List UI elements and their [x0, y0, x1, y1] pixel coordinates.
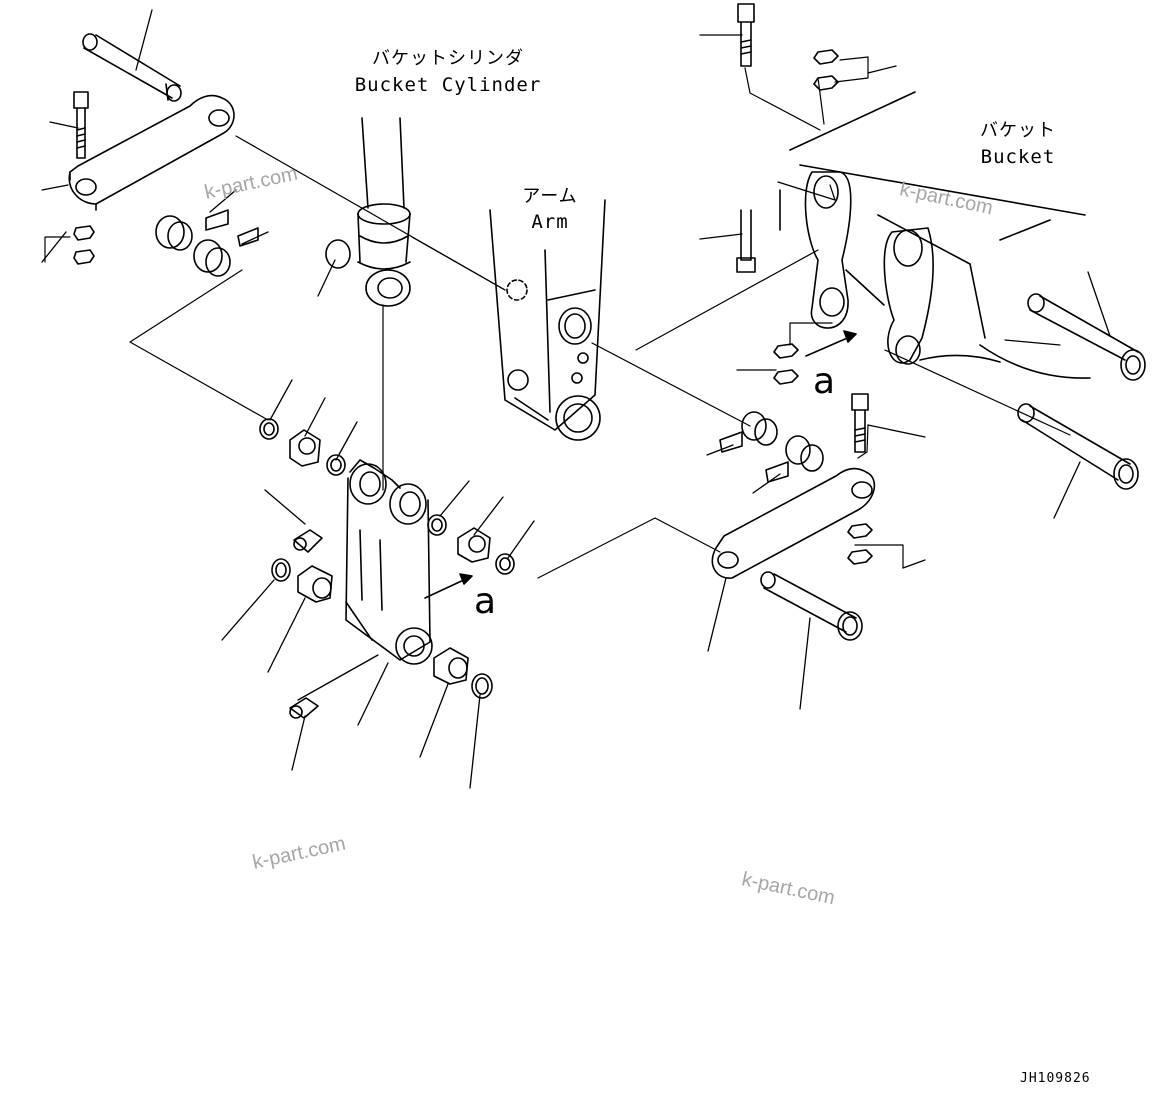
bucket-cylinder-label-jp: バケットシリンダ: [372, 48, 524, 69]
washer-cylinder: [325, 239, 351, 269]
marker-a-left: a: [474, 581, 497, 622]
nuts-mid-right: [773, 343, 799, 385]
assembly-lines: [44, 56, 1071, 579]
arm-label-jp: アーム: [522, 186, 578, 207]
bucket-cylinder-label-en: Bucket Cylinder: [354, 74, 542, 96]
nuts-top-right: [813, 49, 839, 91]
shims-right: [719, 411, 824, 483]
arm-label-en: Arm: [531, 211, 569, 233]
pin-lower-center: [760, 571, 863, 641]
arm: [489, 199, 606, 441]
bucket-label-jp: バケット: [980, 120, 1056, 141]
seals-bushings-upper: [259, 418, 515, 575]
bucket-label-en: Bucket: [980, 146, 1056, 168]
bolt-top-right: [737, 3, 755, 67]
pin-right-lower: [1017, 403, 1139, 490]
link-plate-right: [711, 467, 876, 579]
pin-top-left: [82, 33, 182, 102]
marker-a-right: a: [813, 361, 836, 402]
pin-right-upper: [1027, 293, 1146, 381]
nuts-top-left: [73, 225, 95, 265]
bucket-cylinder: [357, 117, 411, 307]
bolt-mid-right: [736, 209, 756, 273]
grease-fittings: [289, 529, 323, 719]
h-link: [345, 459, 433, 665]
direction-arrows: [424, 330, 857, 599]
nuts-right-lower: [847, 523, 873, 565]
link-plate-top-left: [68, 94, 235, 211]
shims-top-left: [155, 209, 259, 277]
drawing-code: JH109826: [1020, 1071, 1091, 1086]
leader-lines: [41, 9, 1111, 789]
bolt-top-left: [73, 91, 89, 159]
seals-bushings-lower: [271, 558, 493, 699]
bucket: [779, 91, 1091, 379]
bolt-right-center: [851, 393, 869, 453]
